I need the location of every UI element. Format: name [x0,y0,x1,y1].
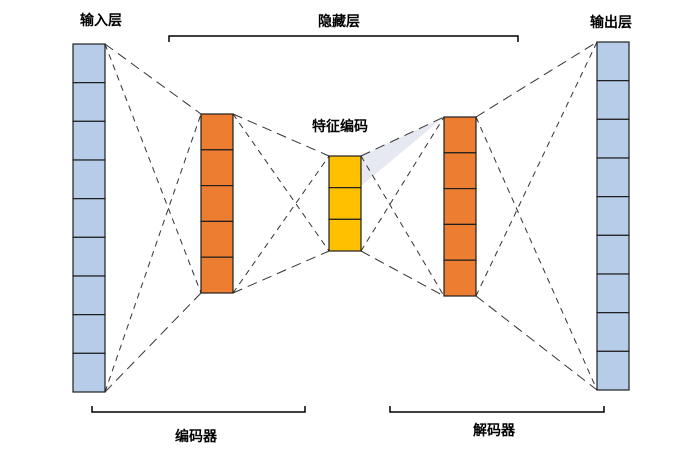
input-layer-cell [72,314,106,354]
encoder-layer-cell [200,113,234,151]
highlight-wedge [361,117,444,186]
decoder-output-line-bottom [475,295,598,391]
code-decoder-line-bottom [360,250,445,297]
encoder-layer-cell [200,185,234,223]
input-encoder-line-cross-2 [104,113,202,393]
decoder-output-line-top [475,41,598,118]
output-layer-label: 输出层 [590,15,632,31]
encoder-layer-cell [200,149,234,187]
code-decoder-line-cross-1 [360,155,445,297]
output-layer-cell [596,157,630,198]
input-layer-cell [72,236,106,277]
code-layer-cell [328,155,362,189]
input-layer-label: 输入层 [80,13,122,29]
decoder-layer-cell [443,152,477,190]
input-encoder-line-cross-1 [104,43,202,294]
output-layer-cell [596,234,630,275]
input-encoder-line-top [104,43,202,115]
encoder-code-line-top [232,113,330,157]
encoder-layer-cell [200,256,234,294]
decoder-layer-cell [443,188,477,226]
input-layer-cell [72,120,106,161]
encoder-label: 编码器 [175,429,217,445]
input-layer-cell [72,352,106,393]
decoder-label: 解码器 [473,423,515,439]
connection-lines [104,41,598,393]
decoder-output-line-cross-2 [475,41,598,297]
input-layer-cell [72,43,106,84]
brackets [91,35,605,413]
decoder-layer-cell [443,223,477,261]
input-layer-cell [72,198,106,238]
encoder-code-line-cross-1 [232,113,330,252]
input-layer-cell [72,275,106,316]
decoder-output-line-cross-1 [475,116,598,391]
output-layer-cell [596,196,630,236]
encoder-layer-cell [200,220,234,258]
code-layer-cell [328,218,362,252]
output-layer-cell [596,41,630,82]
input-layer-cell [72,82,106,122]
encoder-code-line-bottom [232,250,330,294]
code-decoder-line-cross-2 [360,116,445,252]
code-layer-cell [328,187,362,220]
encoder-code-line-cross-2 [232,155,330,294]
input-layer-cell [72,159,106,200]
decoder-layer-cell [443,116,477,154]
output-layer-cell [596,350,630,391]
decoder-bracket [389,406,605,413]
output-layer-cell [596,273,630,314]
feature-code-label: 特征编码 [312,119,368,135]
output-layer-cell [596,118,630,159]
hidden-layer-label: 隐藏层 [318,14,360,30]
hidden-layer-bracket [168,35,519,42]
decoder-layer-cell [443,259,477,297]
output-layer-cell [596,80,630,120]
encoder-bracket [91,406,306,413]
output-layer-cell [596,312,630,352]
layer-stacks [72,41,630,393]
input-encoder-line-bottom [104,292,202,393]
